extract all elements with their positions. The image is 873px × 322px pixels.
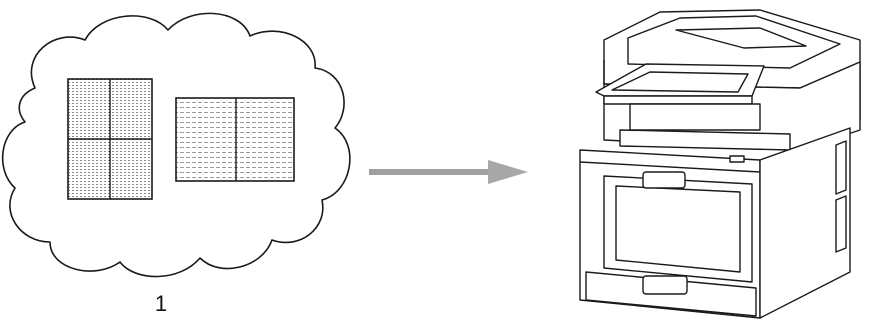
callout-label: 1: [151, 292, 171, 316]
arrow-right-icon: [369, 160, 528, 184]
printer-icon: [580, 10, 860, 318]
document-landscape-icon: [176, 98, 294, 181]
document-portrait-icon: [68, 79, 152, 199]
